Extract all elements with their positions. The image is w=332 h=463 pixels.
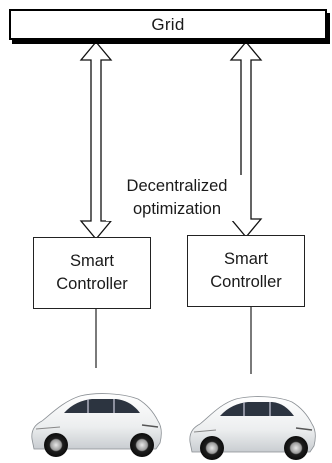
decentralized-optimization-caption: Decentralized optimization	[106, 175, 248, 221]
smart-controller-box-1: Smart Controller	[33, 237, 151, 309]
controller-label-line-1: Smart	[223, 250, 268, 268]
electric-car-icon	[189, 396, 316, 460]
controller-label-line-1: Smart	[69, 252, 114, 270]
controller-label-line-2: Controller	[56, 275, 128, 293]
smart-controller-box-2: Smart Controller	[187, 235, 305, 307]
caption-line-2: optimization	[132, 200, 222, 218]
caption-line-1: Decentralized	[126, 177, 228, 195]
grid-box: Grid	[9, 9, 327, 40]
controller-label-line-2: Controller	[210, 273, 282, 291]
grid-label: Grid	[151, 14, 185, 34]
electric-car-icon	[31, 393, 162, 457]
